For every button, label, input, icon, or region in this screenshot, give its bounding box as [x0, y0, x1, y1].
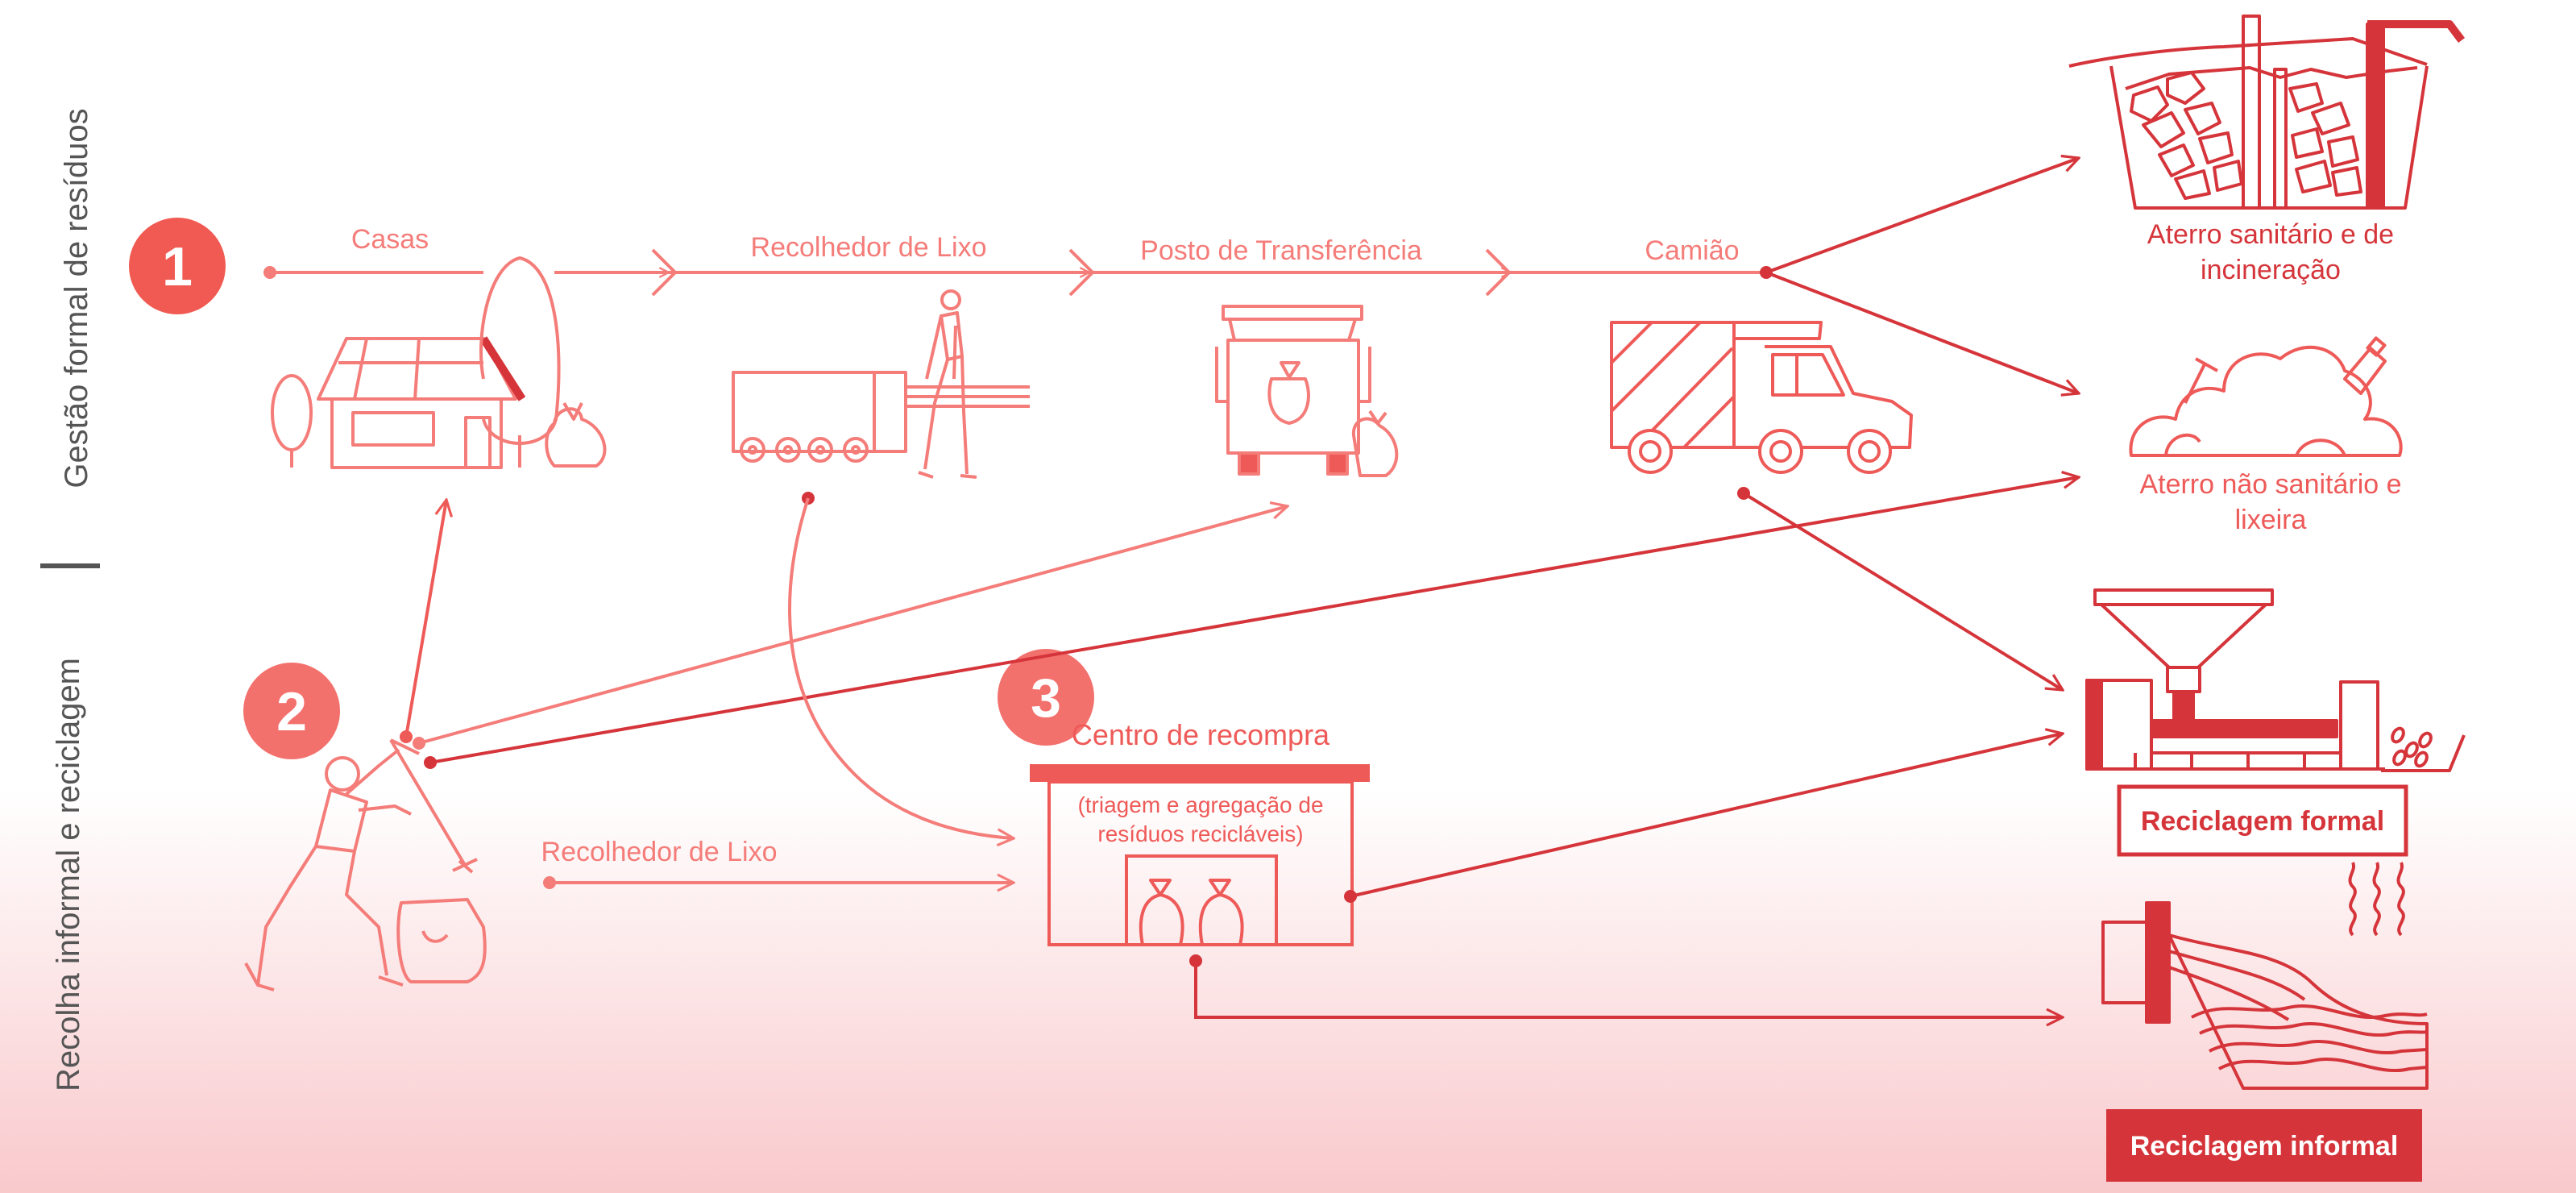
- buyback-bags-icon: [1139, 879, 1244, 946]
- stage-collector-label: Recolhedor de Lixo: [751, 232, 987, 263]
- stage-houses-label: Casas: [351, 224, 429, 255]
- waste-picker-icon: [244, 738, 487, 991]
- stage-transfer-label: Posto de Transferência: [1140, 235, 1422, 266]
- buyback-desc-2: resíduos recicláveis): [1097, 821, 1303, 846]
- formal-recycling-badge: Reciclagem formal: [2117, 784, 2408, 857]
- sanitary-landfill-icon: [2068, 15, 2465, 210]
- informal-recycling-icon: [2101, 862, 2429, 1090]
- formal-flow-line: [263, 248, 1766, 297]
- sanitary-landfill-label-2: incineração: [2201, 255, 2341, 285]
- buyback-desc-1: (triagem e agregação de: [1077, 792, 1323, 817]
- badge-2: 2: [243, 663, 340, 759]
- svg-text:1: 1: [162, 236, 193, 297]
- section-informal-label: Recolha informal e reciclagem: [51, 658, 86, 1091]
- svg-text:2: 2: [276, 681, 307, 742]
- open-dump-label-2: lixeira: [2235, 505, 2307, 535]
- svg-text:Reciclagem informal: Reciclagem informal: [2130, 1131, 2399, 1162]
- svg-text:3: 3: [1031, 667, 1061, 729]
- badge-3: 3: [998, 649, 1094, 746]
- open-dump-label-1: Aterro não sanitário e: [2139, 469, 2401, 500]
- formal-recycling-machine-icon: [2085, 588, 2466, 772]
- svg-text:Reciclagem formal: Reciclagem formal: [2141, 806, 2384, 837]
- flow-arrows: [400, 158, 2079, 1017]
- collector-cart-icon: [732, 289, 1030, 505]
- buyback-centre: [1030, 764, 1370, 946]
- informal-recycling-badge: Reciclagem informal: [2106, 1109, 2422, 1182]
- section-formal-label: Gestão formal de resíduos: [59, 108, 94, 488]
- stage-truck-label: Camião: [1645, 235, 1739, 266]
- badge-1: 1: [129, 218, 226, 314]
- stage-collector-bottom-label: Recolhedor de Lixo: [541, 837, 778, 867]
- transfer-bin-icon: [1215, 305, 1399, 477]
- open-dump-icon: [2129, 336, 2403, 457]
- sanitary-landfill-label-1: Aterro sanitário e de: [2147, 219, 2394, 250]
- garbage-truck-icon: [1610, 321, 1913, 500]
- house-icon: [271, 256, 607, 469]
- buyback-title: Centro de recompra: [1072, 718, 1330, 751]
